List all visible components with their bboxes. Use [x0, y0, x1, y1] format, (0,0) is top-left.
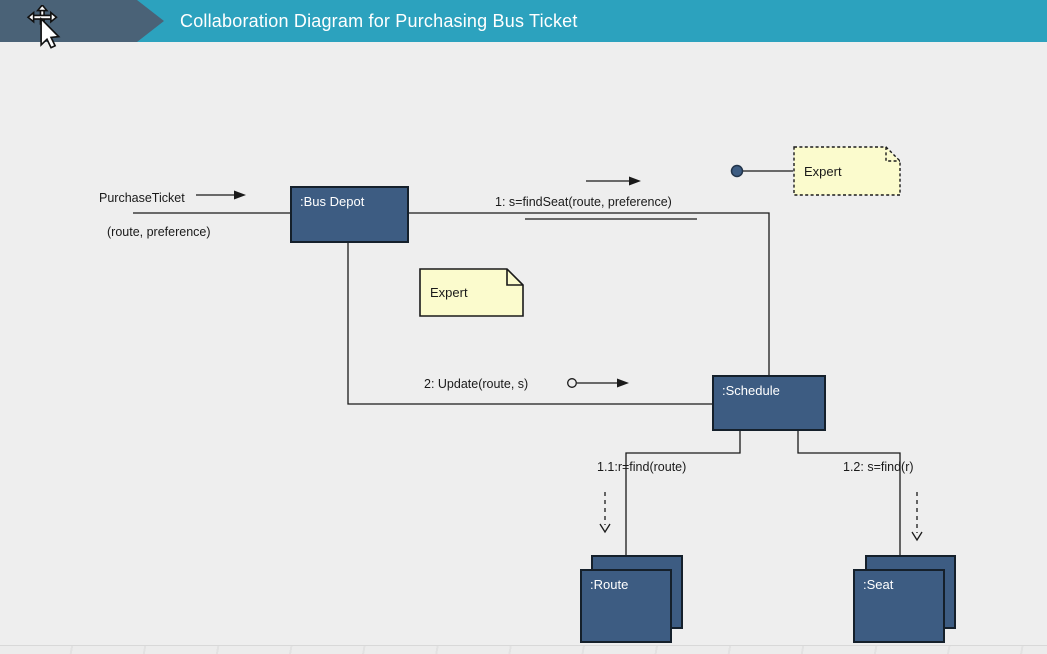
label-find-route: 1.1:r=find(route) [597, 460, 687, 474]
node-schedule-label: :Schedule [722, 383, 780, 398]
label-update: 2: Update(route, s) [424, 377, 529, 391]
note-fold [885, 147, 900, 162]
note-fold [506, 269, 523, 286]
dashed-arrow-seat-head [911, 531, 923, 542]
label-find-r: 1.2: s=find(r) [843, 460, 914, 474]
label-purchase-args: (route, preference) [107, 225, 211, 239]
label-purchase-ticket: PurchaseTicket [99, 191, 185, 205]
node-bus-depot[interactable]: :Bus Depot [290, 186, 409, 243]
label-find-seat: 1: s=findSeat(route, preference) [495, 195, 672, 209]
note-expert-mid-label: Expert [430, 285, 468, 300]
note-expert-top[interactable]: Expert [793, 146, 901, 196]
page-title: Collaboration Diagram for Purchasing Bus… [180, 11, 578, 31]
note-expert-mid-shape [419, 268, 524, 317]
wire-schedule-seat [797, 431, 901, 569]
update-source-circle [567, 378, 577, 388]
arrow-update-head [617, 378, 629, 388]
arrow-purchase-head [234, 190, 246, 200]
wire-schedule-route [625, 431, 741, 569]
note-expert-mid[interactable]: Expert [419, 268, 524, 317]
title-banner: Collaboration Diagram for Purchasing Bus… [0, 0, 1047, 49]
page-edge-strip [0, 645, 1047, 654]
node-schedule[interactable]: :Schedule [712, 375, 826, 431]
expert-anchor-circle [730, 164, 744, 178]
dashed-arrow-route-head [599, 523, 611, 534]
node-bus-depot-label: :Bus Depot [300, 194, 365, 209]
pennant-polygon [0, 0, 164, 42]
note-expert-top-label: Expert [804, 163, 842, 179]
arrow-findseat-head [629, 176, 641, 186]
node-seat-label: :Seat [863, 577, 894, 592]
node-route[interactable]: :Route [580, 569, 672, 643]
note-expert-top-shape [793, 146, 901, 196]
node-route-label: :Route [590, 577, 629, 592]
wire-busdepot-update [347, 243, 712, 405]
move-cursor-icon [26, 5, 61, 49]
node-seat[interactable]: :Seat [853, 569, 945, 643]
